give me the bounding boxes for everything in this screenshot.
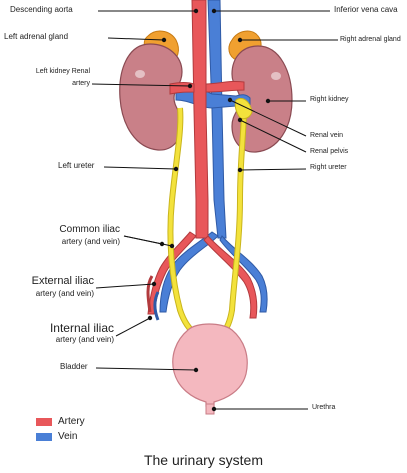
label-left-kidney-renal: Left kidney Renal bbox=[35, 68, 90, 75]
label-descending-aorta: Descending aorta bbox=[10, 5, 73, 14]
label-common-iliac: Common iliac bbox=[59, 224, 120, 235]
label-external-iliac-sub: artery (and vein) bbox=[35, 289, 94, 298]
label-external-iliac: External iliac bbox=[31, 275, 94, 287]
label-right-adrenal-gland: Right adrenal gland bbox=[340, 36, 401, 43]
label-inferior-vena-cava: Inferior vena cava bbox=[334, 5, 398, 14]
label-left-adrenal-gland: Left adrenal gland bbox=[4, 32, 69, 41]
bladder-shape bbox=[172, 323, 248, 407]
label-right-ureter: Right ureter bbox=[310, 164, 347, 171]
label-urethra: Urethra bbox=[312, 404, 336, 411]
inferior-vena-cava-shape bbox=[207, 0, 227, 239]
label-internal-iliac: Internal iliac bbox=[49, 321, 114, 335]
left-kidney-shape bbox=[119, 43, 183, 151]
label-bladder: Bladder bbox=[60, 362, 88, 371]
vein-swatch bbox=[36, 432, 52, 441]
legend-vein: Vein bbox=[36, 431, 77, 442]
legend-artery: Artery bbox=[36, 416, 85, 427]
label-renal-pelvis: Renal pelvis bbox=[310, 148, 349, 155]
label-left-ureter: Left ureter bbox=[58, 161, 95, 170]
label-renal-vein: Renal vein bbox=[310, 132, 344, 139]
diagram-caption: The urinary system bbox=[143, 452, 264, 468]
legend-artery-label: Artery bbox=[58, 416, 85, 427]
descending-aorta-shape bbox=[191, 0, 209, 239]
artery-swatch bbox=[36, 417, 52, 426]
label-right-kidney: Right kidney bbox=[310, 96, 349, 103]
legend-vein-label: Vein bbox=[58, 431, 78, 442]
label-common-iliac-sub: artery (and vein) bbox=[61, 237, 120, 246]
renal-pelvis-shape bbox=[234, 98, 253, 120]
label-renal-artery: artery bbox=[72, 80, 90, 87]
label-internal-iliac-sub: artery (and vein) bbox=[55, 335, 114, 344]
